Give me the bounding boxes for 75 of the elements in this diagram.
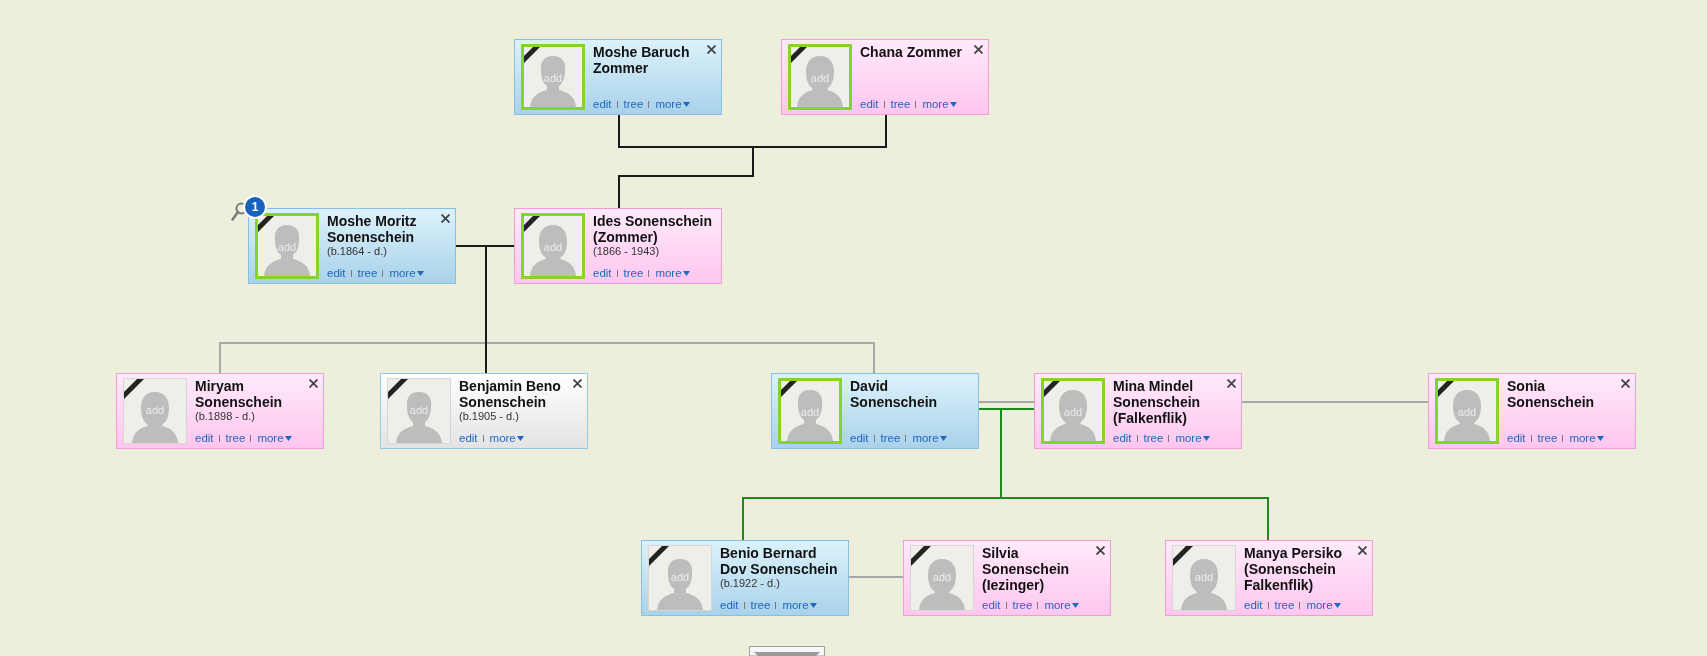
- life-dates: (b.1922 - d.): [720, 577, 780, 590]
- connector-line: [848, 576, 904, 578]
- person-card: [514, 39, 722, 115]
- action-link: tree: [1005, 599, 1033, 612]
- life-dates: (b.1905 - d.): [459, 410, 519, 423]
- connector-line: [484, 342, 875, 374]
- action-link: tree: [1136, 432, 1164, 445]
- action-link: tree: [873, 432, 901, 445]
- person-name: Moshe Moritz Sonenschein: [327, 213, 418, 245]
- action-link: more: [1168, 432, 1210, 445]
- person-card: [380, 373, 588, 449]
- action-link: tree: [1267, 599, 1295, 612]
- action-link: tree: [1530, 432, 1558, 445]
- person-name: Chana Zommer: [860, 44, 962, 60]
- person-card: [116, 373, 324, 449]
- person-name: Manya Persiko (Sonenschein Falkenflik): [1244, 545, 1344, 593]
- action-link: edit: [593, 267, 612, 280]
- person-name: David Sonenschein: [850, 378, 939, 410]
- action-link: more: [1299, 599, 1341, 612]
- person-card: [1428, 373, 1636, 449]
- action-link: edit: [593, 98, 612, 111]
- connector-line: [978, 401, 1035, 403]
- person-card: [641, 540, 849, 616]
- action-link: tree: [616, 98, 644, 111]
- action-link: tree: [883, 98, 911, 111]
- action-link: edit: [720, 599, 739, 612]
- action-link: more: [482, 432, 524, 445]
- person-name: Moshe Baruch Zommer: [593, 44, 691, 76]
- person-card: [771, 373, 979, 449]
- action-link: edit: [1507, 432, 1526, 445]
- action-link: edit: [195, 432, 214, 445]
- person-name: Benio Bernard Dov Sonenschein: [720, 545, 839, 577]
- person-name: Mina Mindel Sonenschein (Falkenflik): [1113, 378, 1202, 426]
- person-name: Benjamin Beno Sonenschein: [459, 378, 562, 410]
- life-dates: (b.1864 - d.): [327, 245, 387, 258]
- connector-line: [455, 245, 488, 247]
- action-link: more: [648, 267, 690, 280]
- life-dates: (b.1898 - d.): [195, 410, 255, 423]
- person-name: Ides Sonenschein (Zommer): [593, 213, 714, 245]
- connector-line: [999, 497, 1269, 541]
- action-link: more: [648, 98, 690, 111]
- person-name: Miryam Sonenschein: [195, 378, 284, 410]
- connector-line: [978, 408, 1003, 410]
- action-link: edit: [860, 98, 879, 111]
- person-name: Sonia Sonenschein: [1507, 378, 1596, 410]
- action-link: edit: [459, 432, 478, 445]
- action-link: more: [382, 267, 424, 280]
- person-card: [1165, 540, 1373, 616]
- connector-line: [1000, 407, 1002, 500]
- action-link: more: [1562, 432, 1604, 445]
- action-link: edit: [982, 599, 1001, 612]
- action-link: tree: [743, 599, 771, 612]
- person-name: Silvia Sonenschein (Iezinger): [982, 545, 1071, 593]
- person-card: [1034, 373, 1242, 449]
- connector-line: [751, 114, 887, 148]
- person-card: [781, 39, 989, 115]
- action-link: tree: [350, 267, 378, 280]
- connector-line: [1241, 401, 1429, 403]
- action-link: edit: [1113, 432, 1132, 445]
- action-link: tree: [616, 267, 644, 280]
- action-link: edit: [1244, 599, 1263, 612]
- action-link: edit: [327, 267, 346, 280]
- action-link: more: [905, 432, 947, 445]
- action-link: more: [250, 432, 292, 445]
- action-link: more: [775, 599, 817, 612]
- action-link: tree: [218, 432, 246, 445]
- life-dates: (1866 - 1943): [593, 245, 660, 258]
- connector-line: [999, 408, 1035, 410]
- person-card: [514, 208, 722, 284]
- count-badge: 1: [243, 195, 267, 219]
- action-link: more: [915, 98, 957, 111]
- action-link: edit: [850, 432, 869, 445]
- action-link: more: [1037, 599, 1079, 612]
- person-card: [903, 540, 1111, 616]
- connector-line: [742, 497, 1003, 541]
